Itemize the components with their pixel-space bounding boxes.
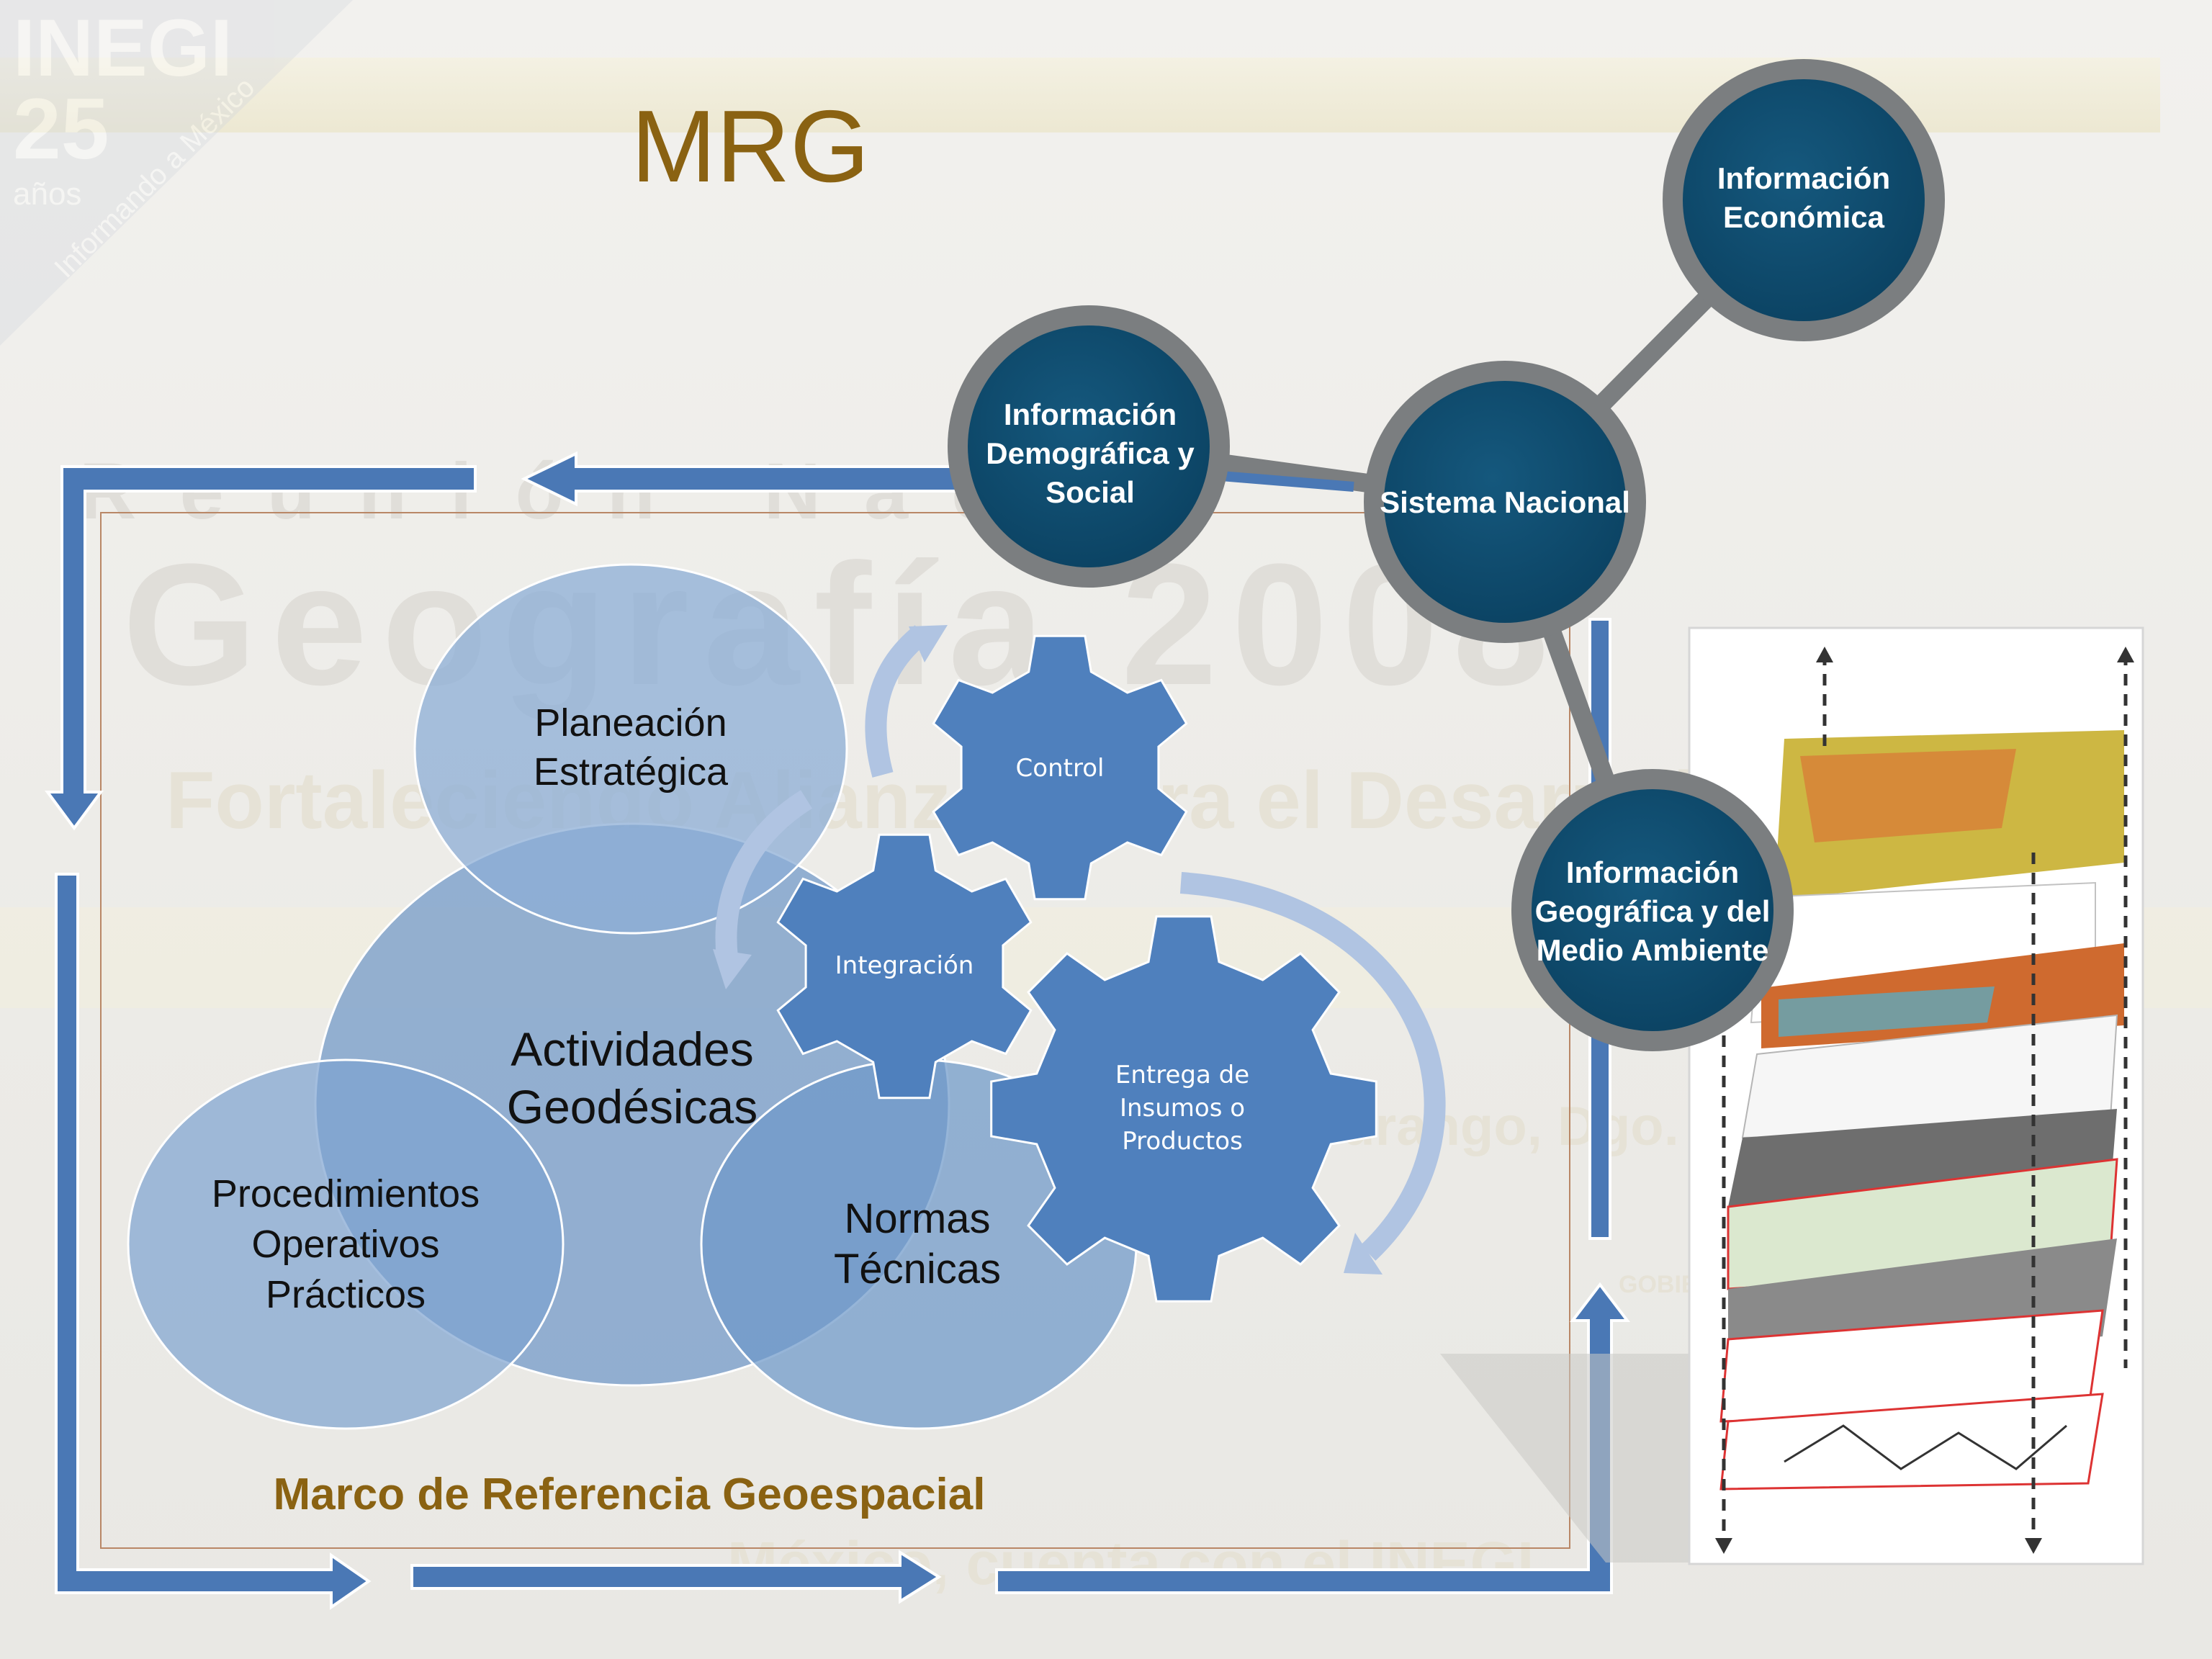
cycle-arrowhead-2 (713, 949, 752, 989)
node-economic (1683, 79, 1925, 321)
inegi-watermark-logo: INEGI 25 años Informando a México (0, 0, 353, 346)
logo-years-word: años (13, 176, 81, 212)
network-nodes (948, 59, 1945, 1051)
cycle-arrow-integration (715, 790, 813, 959)
node-geographic (1532, 789, 1773, 1031)
logo-text: INEGI (13, 3, 233, 93)
venn-top-circle (413, 563, 848, 935)
cycle-arrows (715, 625, 1446, 1261)
frame-rectangle (100, 512, 1570, 1549)
map-layer-geology-blue (1779, 986, 1995, 1037)
arrow-left-bottom-corner (55, 873, 372, 1610)
gear-integration-label: Integración (835, 951, 974, 980)
cycle-arrow-control (865, 625, 929, 778)
node-demographic (968, 325, 1210, 567)
logo-years-number: 25 (13, 81, 109, 177)
frame-caption: Marco de Referencia Geoespacial (273, 1470, 985, 1519)
cycle-arrowhead-1 (909, 625, 948, 662)
gears (776, 634, 1377, 1303)
faded-line-2: Geografía 2008 (122, 528, 1563, 721)
node-national-label: Sistema Nacional (1380, 485, 1630, 519)
arrow-bottom-middle (410, 1550, 942, 1604)
cycle-arrow-delivery (1179, 872, 1446, 1261)
gear-control-label: Control (1016, 754, 1105, 783)
map-layer-1-overlay (1800, 749, 2016, 842)
cycle-arrowhead-3 (1344, 1233, 1382, 1274)
node-national (1384, 381, 1626, 623)
map-layer-tin-lines (1784, 1424, 2067, 1470)
map-layer-stack (1688, 626, 2144, 1565)
gear-control (932, 634, 1188, 901)
slide-title: MRG (631, 89, 869, 204)
arrow-top-left-corner (45, 465, 477, 831)
venn-diagram (127, 563, 1138, 1430)
map-layer-1 (1774, 730, 2124, 900)
venn-left-circle (127, 1058, 565, 1430)
shadow-panel (1440, 1354, 1714, 1563)
gear-delivery (990, 915, 1377, 1303)
gear-integration (776, 833, 1033, 1100)
